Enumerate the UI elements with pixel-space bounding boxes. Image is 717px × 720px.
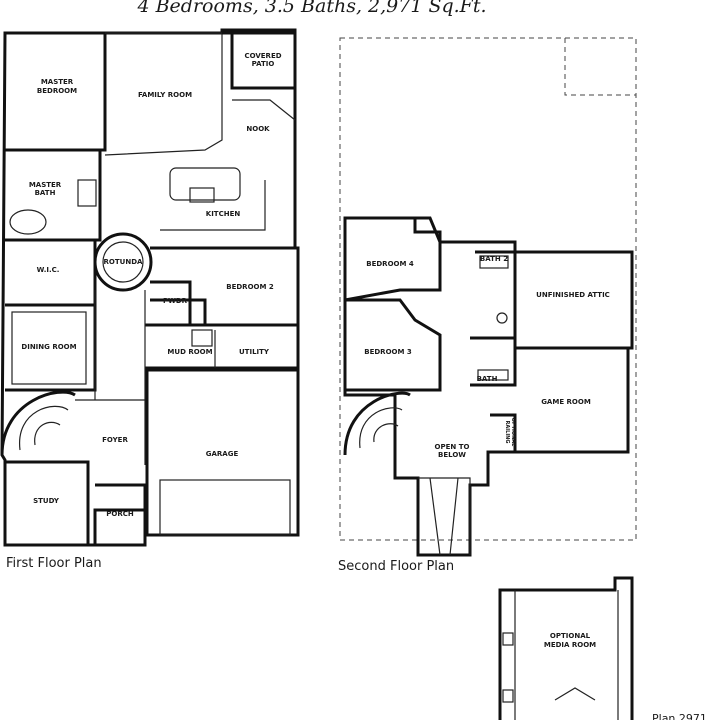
room-label-bedroom-2: BEDROOM 2 bbox=[226, 283, 274, 291]
room-label-pwdr: PWDR bbox=[163, 297, 188, 305]
room-label-garage: GARAGE bbox=[206, 450, 239, 458]
room-label-study: STUDY bbox=[33, 497, 60, 505]
plan-number-label: Plan 2971 bbox=[652, 712, 707, 720]
room-label-bedroom-3: BEDROOM 3 bbox=[364, 348, 412, 356]
room-label-kitchen: KITCHEN bbox=[206, 210, 241, 218]
room-label-utility: UTILITY bbox=[239, 348, 270, 356]
room-label-dining-room: DINING ROOM bbox=[21, 343, 76, 351]
room-label-porch: PORCH bbox=[106, 510, 134, 518]
room-label-bath-2: BATH 2 bbox=[480, 255, 508, 263]
room-label-mud-room: MUD ROOM bbox=[167, 348, 212, 356]
room-label-wic: W.I.C. bbox=[37, 266, 60, 274]
first-floor-caption: First Floor Plan bbox=[6, 556, 102, 571]
second-floor-plan: BEDROOM 4 BATH 2 UNFINISHED ATTIC BEDROO… bbox=[338, 37, 637, 574]
room-label-game-room: GAME ROOM bbox=[541, 398, 591, 406]
room-label-family-room: FAMILY ROOM bbox=[138, 91, 192, 99]
room-label-bath-3: BATH bbox=[477, 375, 498, 383]
second-floor-caption: Second Floor Plan bbox=[338, 559, 454, 574]
room-label-rotunda: ROTUNDA bbox=[104, 258, 143, 266]
optional-railing-label: OPTIONALRAILING bbox=[504, 418, 516, 447]
room-label-nook: NOOK bbox=[246, 125, 270, 133]
room-label-foyer: FOYER bbox=[102, 436, 128, 444]
plan-summary-title: 4 Bedrooms, 3.5 Baths, 2,971 Sq.Ft. bbox=[136, 0, 486, 17]
room-label-bedroom-4: BEDROOM 4 bbox=[366, 260, 414, 268]
room-label-unfinished-attic: UNFINISHED ATTIC bbox=[536, 291, 610, 299]
